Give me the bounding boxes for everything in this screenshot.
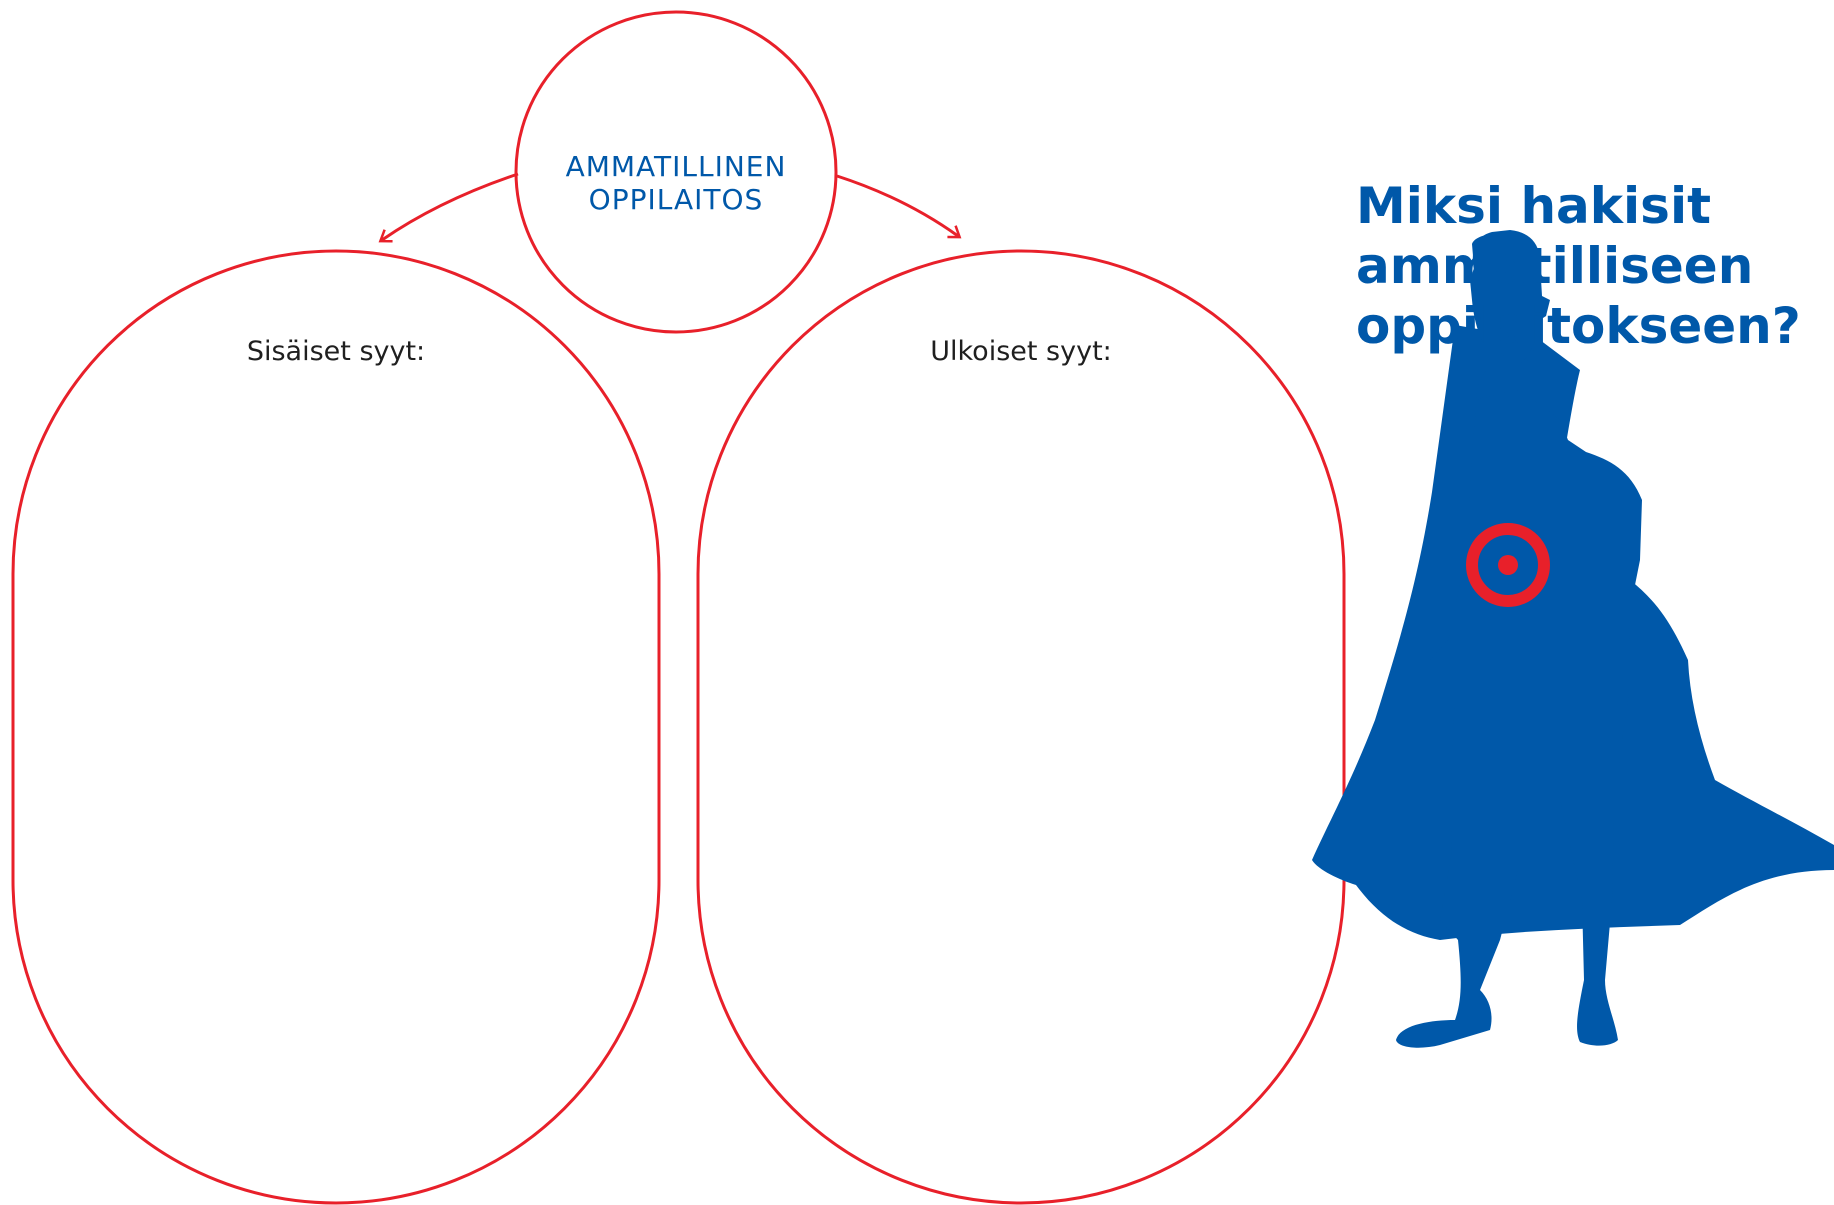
arrow-to-external (837, 176, 958, 236)
question-line3: oppilaitokseen? (1356, 296, 1826, 356)
internal-reasons-oval (13, 251, 659, 1203)
hub-label-line1: AMMATILLINEN (516, 150, 836, 183)
question-heading: Miksi hakisit ammatilliseen oppilaitokse… (1356, 176, 1826, 356)
internal-reasons-label: Sisäiset syyt: (176, 336, 496, 367)
hub-label-line2: OPPILAITOS (516, 183, 836, 216)
external-reasons-label: Ulkoiset syyt: (861, 336, 1181, 367)
question-line1: Miksi hakisit (1356, 176, 1826, 236)
question-line2: ammatilliseen (1356, 236, 1826, 296)
external-reasons-oval (698, 251, 1344, 1203)
hub-label: AMMATILLINEN OPPILAITOS (516, 150, 836, 216)
arrow-to-internal (382, 174, 518, 240)
